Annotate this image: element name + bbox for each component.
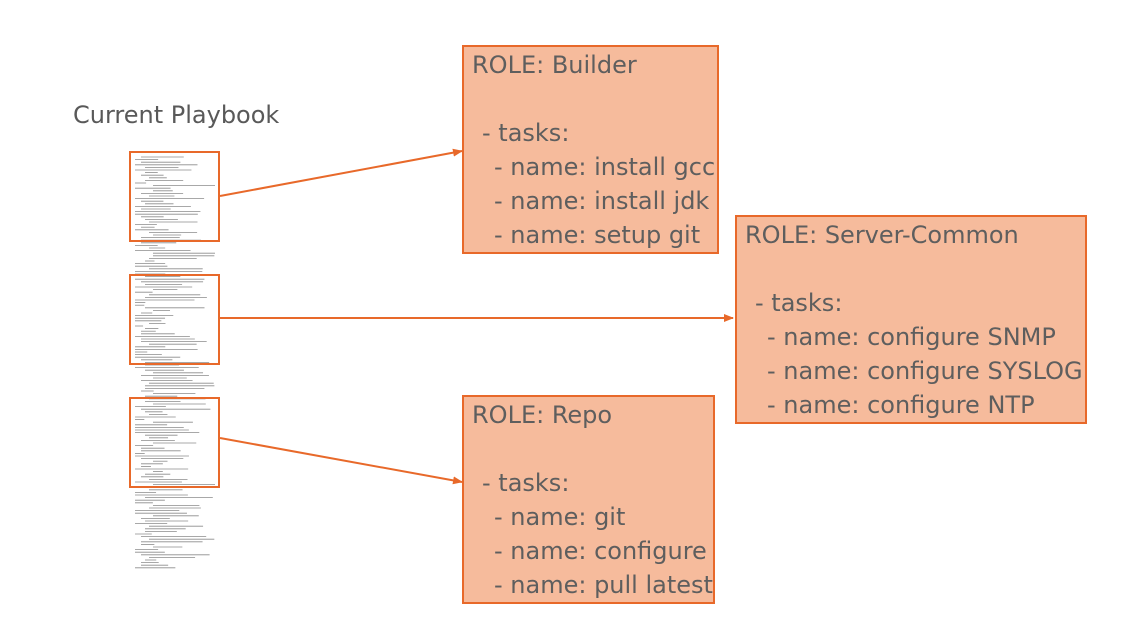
tasks-label: - tasks: (482, 119, 570, 147)
task-item: - name: configure NTP (767, 391, 1035, 419)
arrow-to-builder (219, 148, 463, 197)
task-item: - name: setup git (494, 221, 701, 249)
tasks-label: - tasks: (482, 469, 570, 497)
arrow-to-repo (219, 437, 463, 485)
task-item: - name: install jdk (494, 187, 710, 215)
playbook-title: Current Playbook (73, 101, 280, 129)
role-title: ROLE: Builder (472, 51, 637, 79)
role-box-repo: ROLE: Repo - tasks: - name: git - name: … (462, 395, 715, 604)
task-item: - name: git (494, 503, 626, 531)
task-item: - name: pull latest (494, 571, 713, 599)
playbook-highlight-builder (129, 151, 220, 242)
role-title: ROLE: Server-Common (745, 221, 1019, 249)
tasks-label: - tasks: (755, 289, 843, 317)
playbook-thumbnail-text (135, 156, 215, 569)
role-box-server-common: ROLE: Server-Common - tasks: - name: con… (735, 215, 1087, 424)
role-box-builder: ROLE: Builder - tasks: - name: install g… (462, 45, 719, 254)
task-item: - name: configure SYSLOG (767, 357, 1083, 385)
playbook-highlight-repo (129, 397, 220, 488)
role-title: ROLE: Repo (472, 401, 613, 429)
task-item: - name: configure (494, 537, 707, 565)
playbook-highlight-server-common (129, 274, 220, 365)
task-item: - name: configure SNMP (767, 323, 1056, 351)
task-item: - name: install gcc (494, 153, 716, 181)
